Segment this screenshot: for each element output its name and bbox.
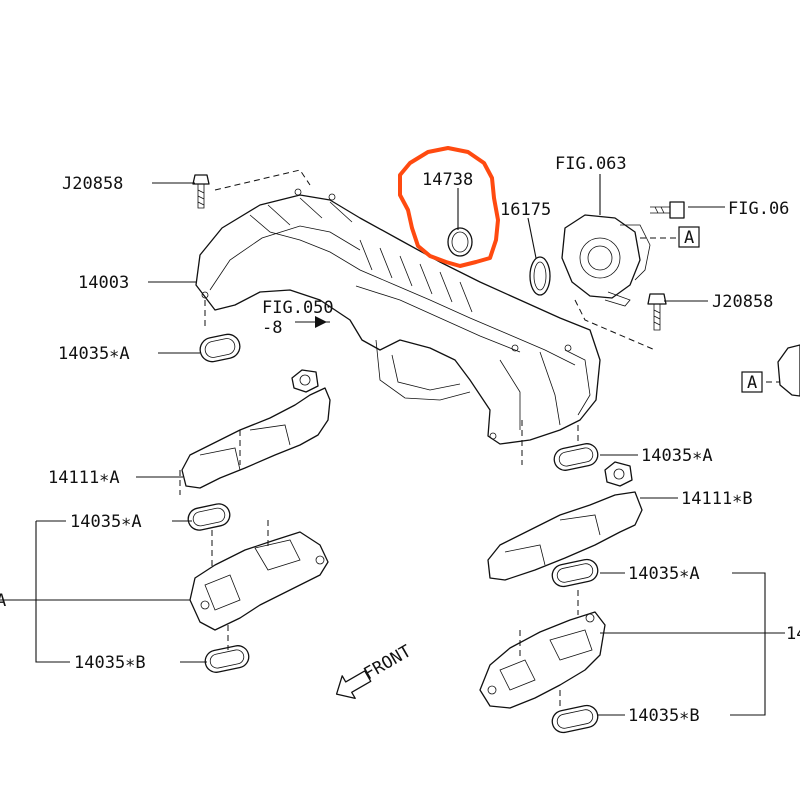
bolt-j20858-right <box>647 293 667 331</box>
bolt-j20858-left <box>192 174 210 209</box>
partial-part-right-edge <box>777 344 800 397</box>
tumble-valve-14111-a <box>179 369 331 495</box>
fig050-arrow <box>315 316 327 328</box>
ref-box-a-2 <box>741 371 763 393</box>
front-arrow <box>335 670 372 700</box>
gasket-14035-a-3 <box>553 443 599 471</box>
label-fig063: FIG.063 <box>555 154 627 174</box>
gasket-14035-a-2 <box>187 503 231 531</box>
gasket-14035-b-1 <box>204 645 250 673</box>
leader-lines <box>0 174 785 716</box>
label-14035-b-2: 14035∗B <box>628 706 700 726</box>
label-fig06x: FIG.06 <box>728 199 789 219</box>
label-14035-a-3: 14035∗A <box>641 446 713 466</box>
label-14035-a-4: 14035∗A <box>628 564 700 584</box>
tumble-valve-14111-b <box>487 461 643 581</box>
label-j20858-right: J20858 <box>712 292 773 312</box>
label-14111-a: 14111∗A <box>48 468 120 488</box>
label-14-right: 14 <box>786 624 800 644</box>
gasket-14035-a-4 <box>551 558 599 588</box>
label-14035-a-2: 14035∗A <box>70 512 142 532</box>
gasket-14035-a-1 <box>199 333 241 363</box>
throttle-body <box>561 190 656 351</box>
label-14738: 14738 <box>422 170 473 190</box>
label-fig050-sub: -8 <box>262 318 282 338</box>
label-14003: 14003 <box>78 273 129 293</box>
label-14035-a-1: 14035∗A <box>58 344 130 364</box>
label-left-edge-a: A <box>0 591 6 611</box>
label-16175: 16175 <box>500 200 551 220</box>
label-14111-b: 14111∗B <box>681 489 753 509</box>
bolt-right-top <box>650 201 685 219</box>
ref-box-a-1 <box>678 226 700 248</box>
label-14035-b-1: 14035∗B <box>74 653 146 673</box>
label-ref-a-2: A <box>747 373 757 393</box>
gasket-14035-b-2 <box>551 704 599 734</box>
label-fig050: FIG.050 <box>262 298 334 318</box>
gasket-16175 <box>529 256 551 296</box>
intake-manifold <box>195 169 601 465</box>
label-front: FRONT <box>361 641 415 684</box>
lower-manifold-right <box>479 590 606 710</box>
label-ref-a-1: A <box>684 228 694 248</box>
highlight-outline <box>398 146 500 268</box>
label-j20858-left: J20858 <box>62 174 123 194</box>
lower-manifold-left <box>189 520 329 650</box>
